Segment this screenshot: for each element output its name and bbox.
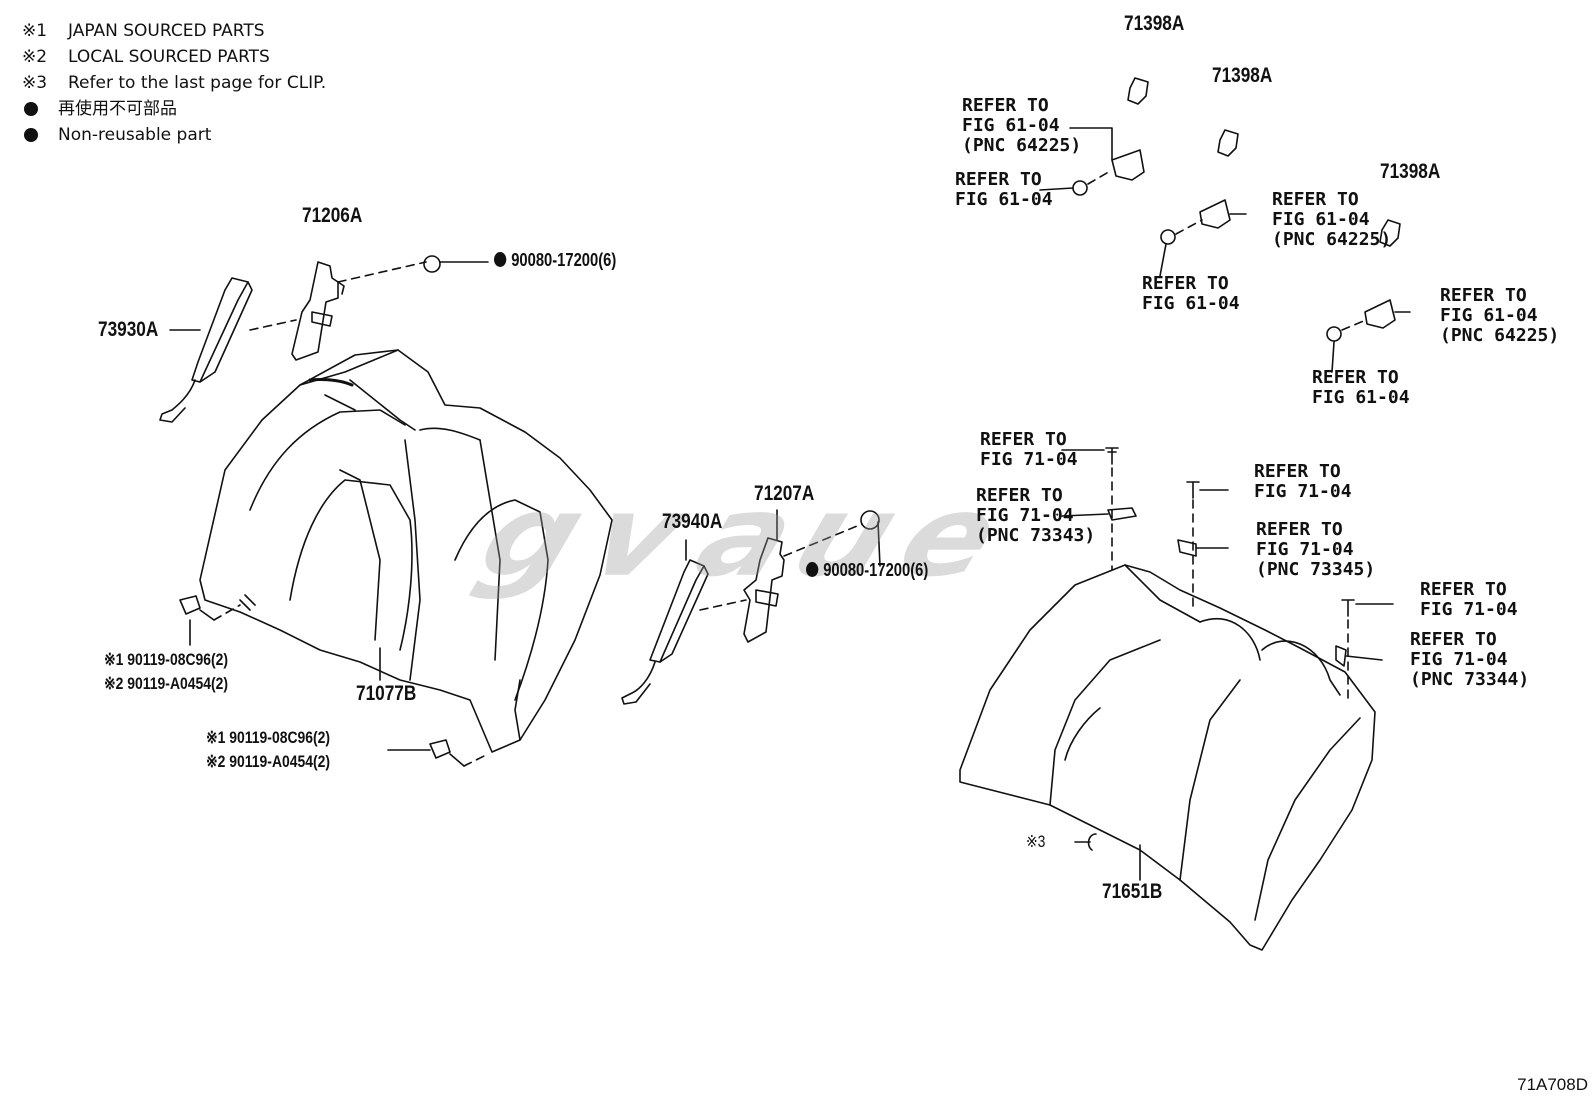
part-label-71398a[interactable]: 71398A	[1380, 160, 1441, 183]
legend-text: 再使用不可部品	[58, 99, 177, 119]
legend: ※1 JAPAN SOURCED PARTS ※2 LOCAL SOURCED …	[22, 18, 326, 148]
part-label-90080-17200[interactable]: 90080-17200(6)	[494, 250, 616, 271]
part-label-73940a[interactable]: 73940A	[662, 510, 723, 533]
refer-to-fig-61-04[interactable]: REFER TO FIG 61-04	[1312, 367, 1410, 408]
legend-row-local: ※2 LOCAL SOURCED PARTS	[22, 44, 326, 70]
legend-mark: ※2	[22, 47, 48, 67]
part-label-71207a[interactable]: 71207A	[754, 482, 815, 505]
filled-dot-icon	[24, 102, 38, 116]
seatback-cover-71651b	[960, 565, 1375, 950]
refer-to-fig-71-04[interactable]: REFER TO FIG 71-04	[980, 429, 1078, 470]
legend-row-nonreusable-jp: 再使用不可部品	[22, 96, 326, 122]
legend-text: Non-reusable part	[58, 125, 212, 145]
legend-row-nonreusable-en: Non-reusable part	[22, 122, 326, 148]
side-airbag-73940a	[622, 560, 708, 704]
part-label-73930a[interactable]: 73930A	[98, 318, 159, 341]
refer-to-fig-61-04[interactable]: REFER TO FIG 61-04	[955, 169, 1053, 210]
part-label-90080-17200[interactable]: 90080-17200(6)	[806, 560, 928, 581]
clip-reference-mark: ※3	[1026, 832, 1046, 851]
refer-to-fig-71-04[interactable]: REFER TO FIG 71-04	[1420, 579, 1518, 620]
legend-mark: ※1	[22, 21, 48, 41]
dashed-lines	[214, 170, 1366, 766]
refer-to-fig-61-04[interactable]: REFER TO FIG 61-04 (PNC 64225)	[962, 95, 1082, 156]
leader-lines	[170, 128, 1410, 880]
bolts	[180, 596, 464, 766]
legend-text: JAPAN SOURCED PARTS	[68, 21, 265, 41]
refer-to-fig-61-04[interactable]: REFER TO FIG 61-04 (PNC 64225)	[1272, 189, 1392, 250]
legend-text: Refer to the last page for CLIP.	[68, 73, 327, 93]
part-label-71206a[interactable]: 71206A	[302, 204, 363, 227]
part-label-bolt-jp[interactable]: ※1 90119-08C96(2)	[104, 650, 229, 669]
figure-code: 71A708D	[1517, 1075, 1588, 1094]
retainers-71398a	[1128, 78, 1400, 246]
legend-row-japan: ※1 JAPAN SOURCED PARTS	[22, 18, 326, 44]
seatback-frame-71077b	[200, 350, 612, 752]
legend-text: LOCAL SOURCED PARTS	[68, 47, 270, 67]
part-label-bolt-local[interactable]: ※2 90119-A0454(2)	[104, 674, 229, 693]
side-airbag-73930a	[160, 278, 252, 422]
watermark: ᵍᵛᵃᵘᵉ	[427, 455, 1037, 688]
refer-to-fig-71-04[interactable]: REFER TO FIG 71-04 (PNC 73345)	[1256, 519, 1376, 580]
legend-mark: ※3	[22, 73, 48, 93]
refer-to-fig-61-04[interactable]: REFER TO FIG 61-04 (PNC 64225)	[1440, 285, 1560, 346]
clip-icon	[1089, 834, 1096, 850]
part-label-bolt-jp[interactable]: ※1 90119-08C96(2)	[206, 728, 331, 747]
refer-to-fig-71-04[interactable]: REFER TO FIG 71-04	[1254, 461, 1352, 502]
part-label-bolt-local[interactable]: ※2 90119-A0454(2)	[206, 752, 331, 771]
filled-dot-icon	[24, 128, 38, 142]
brackets-64225	[1112, 150, 1395, 328]
refer-to-fig-61-04[interactable]: REFER TO FIG 61-04	[1142, 273, 1240, 314]
part-label-71398a[interactable]: 71398A	[1124, 12, 1185, 35]
bracket-71207a	[744, 538, 784, 642]
bracket-71206a	[292, 262, 344, 360]
screws	[1106, 448, 1354, 666]
refer-to-fig-71-04[interactable]: REFER TO FIG 71-04 (PNC 73343)	[976, 485, 1096, 546]
part-label-71398a[interactable]: 71398A	[1212, 64, 1273, 87]
part-label-71077b[interactable]: 71077B	[356, 682, 417, 705]
refer-to-fig-71-04[interactable]: REFER TO FIG 71-04 (PNC 73344)	[1410, 629, 1530, 690]
part-label-71651b[interactable]: 71651B	[1102, 880, 1163, 903]
legend-row-clip: ※3 Refer to the last page for CLIP.	[22, 70, 326, 96]
